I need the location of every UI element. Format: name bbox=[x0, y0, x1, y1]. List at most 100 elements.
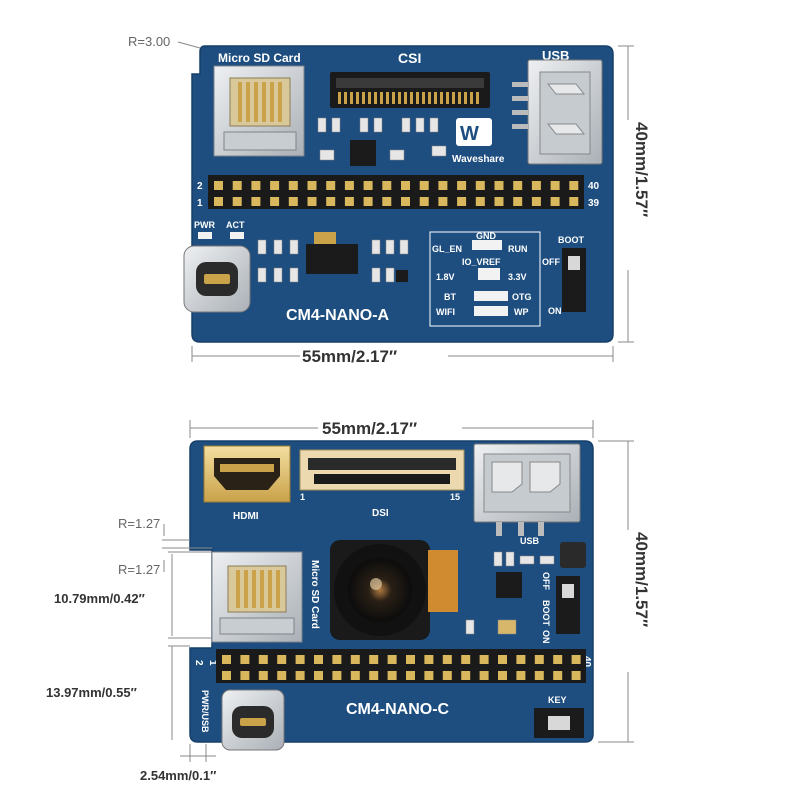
board-a-bt-label: BT bbox=[444, 292, 456, 302]
gpio-pin bbox=[307, 181, 317, 190]
gpio-pin bbox=[288, 197, 298, 206]
gpio-pin bbox=[350, 671, 360, 680]
board-c-width-label: 55mm/2.17″ bbox=[322, 419, 417, 438]
board-a-pin39: 39 bbox=[588, 198, 600, 209]
board-a-glen-label: GL_EN bbox=[432, 244, 462, 254]
csi-pin bbox=[386, 92, 389, 104]
gpio-pin bbox=[550, 197, 560, 206]
board-a-usbc-port bbox=[183, 245, 251, 313]
board-c-on-label: ON bbox=[541, 630, 551, 644]
board-c-boot-label: BOOT bbox=[541, 600, 551, 627]
gpio-pin bbox=[295, 655, 305, 664]
gpio-pin bbox=[222, 671, 231, 680]
gpio-pin bbox=[258, 655, 268, 664]
board-a-gpio-header bbox=[208, 175, 584, 209]
csi-pin bbox=[392, 92, 395, 104]
gpio-pin bbox=[277, 655, 287, 664]
board-c-d2-label: 13.97mm/0.55″ bbox=[46, 685, 137, 700]
gpio-pin bbox=[258, 671, 268, 680]
gpio-pin bbox=[569, 197, 579, 206]
board-c-boot-switch bbox=[556, 576, 580, 634]
gpio-pin bbox=[438, 181, 448, 190]
gpio-pin bbox=[531, 181, 541, 190]
board-a-pin40: 40 bbox=[588, 181, 600, 192]
board-a-iovref-label: IO_VREF bbox=[462, 257, 501, 267]
gpio-pin bbox=[516, 655, 526, 664]
gpio-pin bbox=[350, 655, 360, 664]
gpio-pin bbox=[498, 671, 507, 680]
board-a-wifi-label: WIFI bbox=[436, 307, 455, 317]
board-c-d3-label: 2.54mm/0.1″ bbox=[140, 768, 216, 783]
gpio-pin bbox=[457, 181, 467, 190]
gpio-pin bbox=[419, 181, 429, 190]
board-a-pwr-label: PWR bbox=[194, 220, 215, 230]
board-a-boot-switch bbox=[562, 248, 586, 312]
gpio-pin bbox=[332, 671, 342, 680]
board-c-microsd-slot bbox=[211, 551, 303, 643]
board-c-ic bbox=[496, 572, 522, 598]
board-c-pin40: 40 bbox=[581, 656, 592, 668]
csi-pin bbox=[410, 92, 413, 104]
gpio-pin bbox=[461, 655, 471, 664]
board-a-act-led bbox=[230, 232, 244, 239]
gpio-pin bbox=[569, 181, 579, 190]
board-a-regulator bbox=[306, 232, 358, 274]
gpio-pin bbox=[270, 197, 280, 206]
gpio-pin bbox=[326, 197, 336, 206]
board-c-gpio-header bbox=[216, 649, 586, 683]
csi-pin bbox=[416, 92, 419, 104]
gpio-pin bbox=[534, 655, 544, 664]
gpio-pin bbox=[369, 671, 379, 680]
gpio-pin bbox=[406, 671, 415, 680]
gpio-pin bbox=[401, 197, 410, 206]
gpio-pin bbox=[442, 671, 452, 680]
csi-pin bbox=[428, 92, 431, 104]
gpio-pin bbox=[232, 181, 242, 190]
waveshare-logo: W Waveshare bbox=[452, 118, 505, 165]
gpio-pin bbox=[387, 655, 397, 664]
gpio-pin bbox=[438, 197, 448, 206]
board-c-pin2: 2 bbox=[193, 660, 204, 666]
gpio-pin bbox=[344, 181, 354, 190]
gpio-pin bbox=[498, 655, 507, 664]
board-c-dimensions: 55mm/2.17″ 40mm/1.57″ R=1.27 R=1.27 10.7… bbox=[46, 419, 651, 783]
board-c-usb-label: USB bbox=[520, 536, 540, 546]
gpio-pin bbox=[251, 197, 261, 206]
board-c-off-label: OFF bbox=[541, 572, 551, 590]
board-a-passives bbox=[257, 239, 409, 283]
board-a-pin1: 1 bbox=[197, 198, 203, 209]
svg-text:W: W bbox=[460, 123, 479, 145]
gpio-pin bbox=[232, 197, 242, 206]
gpio-pin bbox=[288, 181, 298, 190]
board-c-usbc-port bbox=[221, 689, 285, 751]
gpio-pin bbox=[461, 671, 471, 680]
board-a-gnd-label: GND bbox=[476, 231, 497, 241]
board-c-camera-module bbox=[330, 540, 458, 640]
board-c-pin39: 39 bbox=[595, 672, 606, 684]
gpio-pin bbox=[457, 197, 467, 206]
board-a-wp-label: WP bbox=[514, 307, 529, 317]
board-c-dsi-label: DSI bbox=[372, 508, 389, 519]
gpio-pin bbox=[424, 671, 434, 680]
gpio-pin bbox=[295, 671, 305, 680]
gpio-pin bbox=[344, 197, 354, 206]
board-c-key-button bbox=[534, 708, 584, 738]
board-a-boot-label: BOOT bbox=[558, 235, 585, 245]
gpio-pin bbox=[513, 181, 523, 190]
board-c: HDMI 1 15 DSI USB bbox=[189, 440, 606, 751]
board-a-smd-components bbox=[317, 117, 447, 161]
csi-pin bbox=[398, 92, 401, 104]
board-a-microsd-label: Micro SD Card bbox=[218, 51, 301, 65]
board-a-ic bbox=[350, 140, 376, 166]
csi-pin bbox=[338, 92, 341, 104]
gpio-pin bbox=[513, 197, 523, 206]
gpio-pin bbox=[214, 197, 223, 206]
gpio-pin bbox=[424, 655, 434, 664]
board-c-dsi-connector bbox=[299, 449, 465, 491]
board-c-passives bbox=[309, 551, 555, 661]
board-a: Micro SD Card CSI USB W Waveshare bbox=[183, 45, 614, 343]
gpio-pin bbox=[270, 181, 280, 190]
gpio-pin bbox=[553, 655, 563, 664]
board-a-width-label: 55mm/2.17″ bbox=[302, 347, 397, 366]
